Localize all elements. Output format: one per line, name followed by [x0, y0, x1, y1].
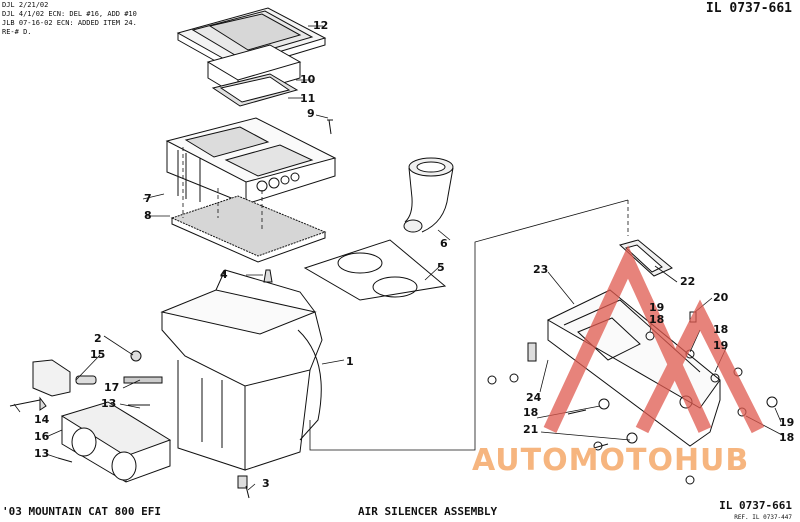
lower-air-box [160, 269, 323, 489]
callout-label: 3 [262, 477, 270, 490]
intake-adaptor [60, 401, 172, 483]
mounting-gasket-plate [303, 239, 447, 301]
callout-label: 24 [526, 391, 542, 404]
callout-label: 19 [713, 339, 729, 352]
revision-note: JLB 07-16-02 ECN: ADDED ITEM 24. [2, 19, 137, 27]
callout-label: 4 [220, 268, 228, 281]
callout-label: 9 [307, 107, 315, 120]
intake-elbow [403, 157, 454, 233]
callout-label: 12 [313, 19, 329, 32]
callout-label: 6 [440, 237, 448, 250]
callout-label: 20 [713, 291, 729, 304]
callout-label: 1 [346, 355, 354, 368]
callout-label: 5 [437, 261, 445, 274]
callout-label: 8 [144, 209, 152, 222]
callout-label: 2 [94, 332, 102, 345]
callout-label: 18 [649, 313, 665, 326]
watermark-logo-icon [543, 245, 765, 434]
callout-label: 14 [34, 413, 50, 426]
callout-label: 7 [144, 192, 152, 205]
callout-label: 11 [300, 92, 316, 105]
footer-assembly-title: AIR SILENCER ASSEMBLY [358, 505, 498, 518]
footer-reference: REF. IL 0737-447 [734, 514, 792, 521]
upper-air-box [165, 117, 337, 205]
callout-label: 22 [680, 275, 696, 288]
callout-label: 13 [34, 447, 50, 460]
callout-label: 18 [523, 406, 539, 419]
revision-note: DJL 4/1/02 ECN: DEL #16, ADD #10 [2, 10, 137, 18]
revision-note: DJL 2/21/02 [2, 1, 49, 9]
watermark-brand: AUTOMOTOHUB [472, 443, 750, 478]
callout-label: 19 [779, 416, 795, 429]
callout-label: 10 [300, 73, 316, 86]
callout-label: 21 [523, 423, 539, 436]
callout-label: 23 [533, 263, 549, 276]
drawing-id-top: IL 0737-661 [705, 1, 792, 16]
callout-label: 17 [104, 381, 120, 394]
callout-label: 13 [101, 397, 117, 410]
callout-label: 18 [713, 323, 729, 336]
gasket [211, 73, 299, 107]
footer-drawing-id: IL 0737-661 [719, 499, 792, 512]
callout-label: 18 [779, 431, 795, 444]
foam-prefilter [170, 195, 327, 263]
mount-bracket [32, 350, 163, 397]
callout-label: 15 [90, 348, 106, 361]
revision-note: RE-# D. [2, 28, 32, 36]
footer-model: '03 MOUNTAIN CAT 800 EFI [2, 505, 161, 518]
callout-label: 16 [34, 430, 50, 443]
duct-seal [618, 239, 673, 277]
callout-label: 19 [649, 301, 665, 314]
